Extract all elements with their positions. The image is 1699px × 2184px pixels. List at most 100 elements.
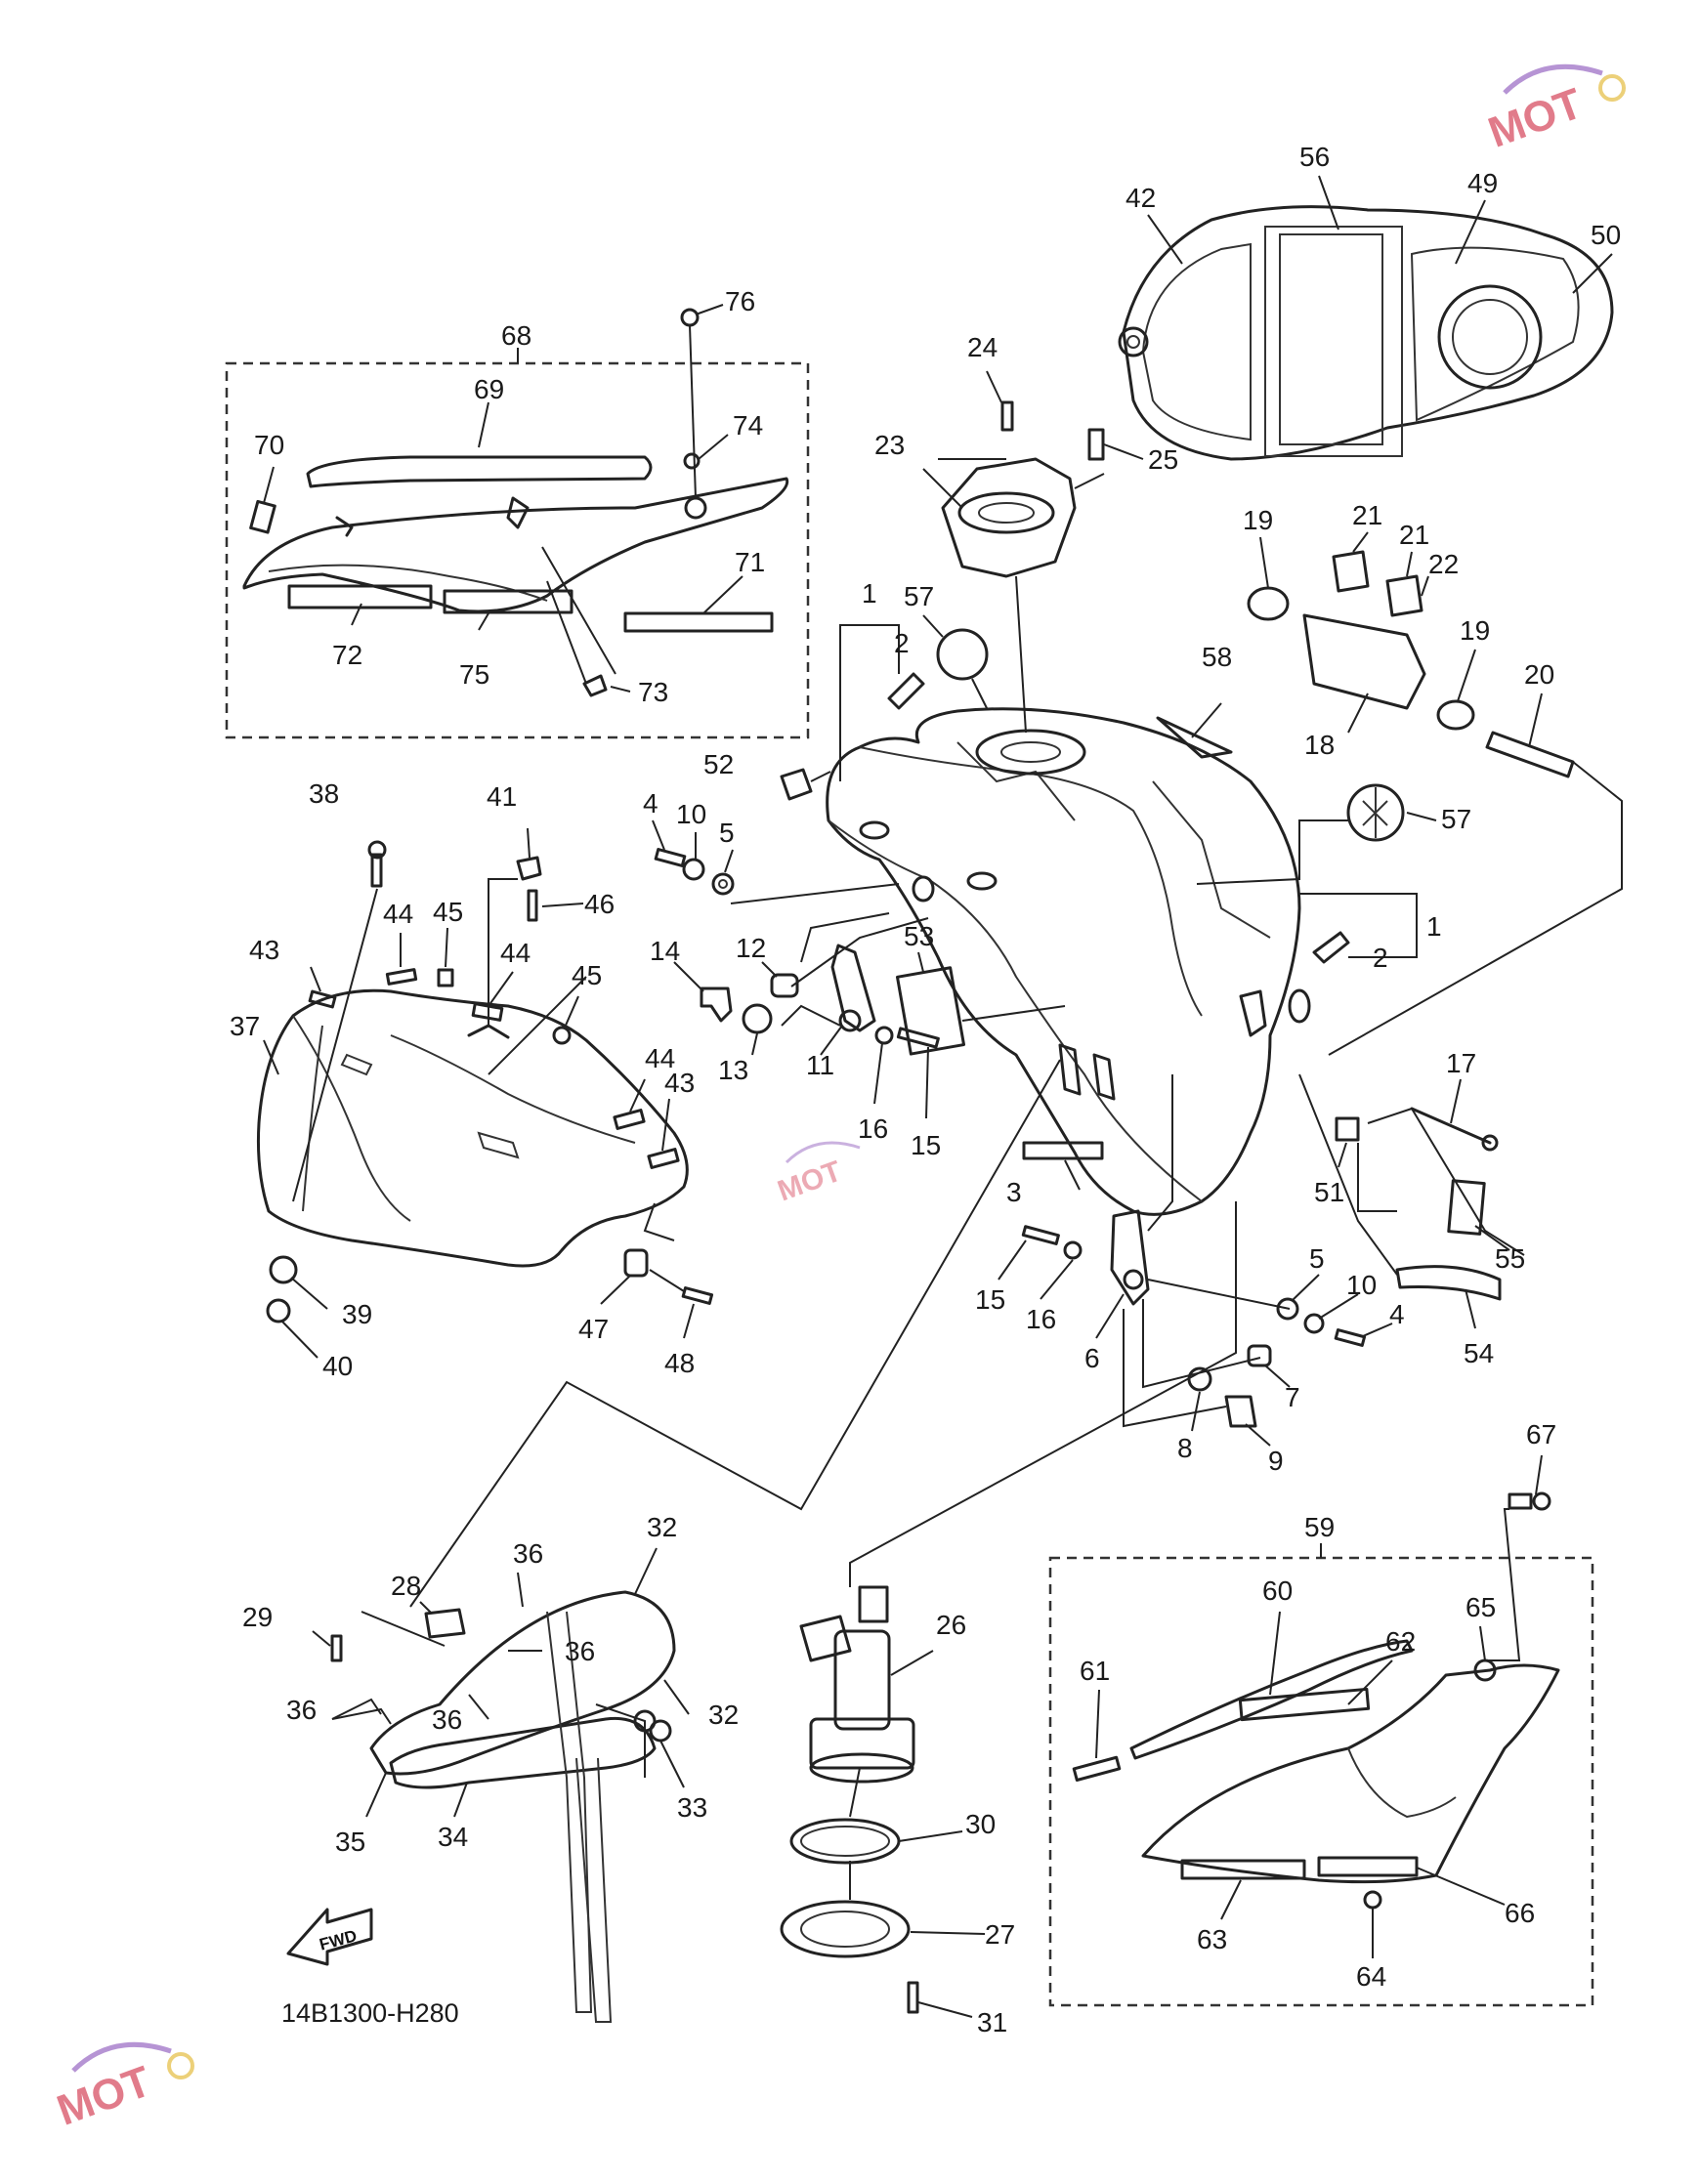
side-cover-left-group-box (225, 361, 810, 739)
callout-48: 48 (664, 1348, 695, 1378)
callout-37: 37 (230, 1011, 260, 1041)
callout-58: 58 (1202, 642, 1232, 672)
callout-47: 47 (578, 1314, 609, 1344)
callout-25: 25 (1148, 444, 1178, 475)
callout-21-left: 21 (1352, 500, 1382, 530)
callout-51: 51 (1314, 1177, 1344, 1207)
callout-57-right: 57 (1441, 804, 1471, 834)
callout-19-right: 19 (1460, 615, 1490, 646)
watermark-text: MOT (1482, 79, 1589, 157)
tank-inner-top-view (1118, 205, 1614, 461)
callout-15-top: 15 (911, 1130, 941, 1160)
callout-57-top: 57 (904, 581, 934, 611)
watermark-logo-middle: MOT (774, 1141, 861, 1208)
callout-53: 53 (904, 921, 934, 951)
callout-30: 30 (965, 1809, 996, 1839)
callout-45-top: 45 (433, 897, 463, 927)
callout-34: 34 (438, 1822, 468, 1852)
callout-65: 65 (1465, 1592, 1496, 1622)
callout-13: 13 (718, 1055, 748, 1085)
callout-72: 72 (332, 640, 362, 670)
callout-55: 55 (1495, 1243, 1525, 1274)
callout-7: 7 (1285, 1382, 1300, 1412)
callout-labels: 76 68 74 69 70 71 72 75 73 24 25 23 42 5… (230, 142, 1621, 2037)
watermark-text: MOT (51, 2057, 157, 2135)
callout-61: 61 (1080, 1656, 1110, 1686)
callout-67: 67 (1526, 1419, 1556, 1449)
callout-14: 14 (650, 936, 680, 966)
watermark-text: MOT (774, 1155, 846, 1208)
callout-6: 6 (1084, 1343, 1100, 1373)
tank-cover-left (256, 988, 689, 1268)
callout-12: 12 (736, 933, 766, 963)
callout-22: 22 (1428, 549, 1459, 579)
callout-26: 26 (936, 1610, 966, 1640)
callout-16-top: 16 (858, 1113, 888, 1144)
callout-23: 23 (874, 430, 905, 460)
callout-71: 71 (735, 547, 765, 577)
callout-49: 49 (1467, 168, 1498, 198)
fasteners-and-brackets (266, 550, 1575, 1428)
callout-39: 39 (342, 1299, 372, 1329)
callout-1-top: 1 (862, 578, 877, 609)
leader-lines (263, 175, 1623, 2018)
side-cover-right-assembly (1072, 1491, 1560, 1910)
callout-3: 3 (1006, 1177, 1022, 1207)
callout-74: 74 (733, 410, 763, 441)
callout-20: 20 (1524, 659, 1554, 690)
callout-68: 68 (501, 320, 531, 351)
callout-38: 38 (309, 778, 339, 809)
callout-4-top: 4 (643, 788, 658, 819)
callout-70: 70 (254, 430, 284, 460)
callout-36-mid: 36 (565, 1636, 595, 1666)
callout-44-left: 44 (383, 899, 413, 929)
callout-43-right: 43 (664, 1068, 695, 1098)
callout-10-bottom: 10 (1346, 1270, 1377, 1300)
callout-1-right: 1 (1426, 911, 1442, 942)
forward-direction-arrow: FWD (286, 1908, 373, 1966)
callout-5-bottom: 5 (1309, 1243, 1325, 1274)
callout-31: 31 (977, 2007, 1007, 2037)
side-cover-left-assembly (242, 308, 789, 697)
watermark-logo-bottom: MOT (51, 2041, 194, 2135)
callout-44-mid: 44 (500, 938, 531, 968)
callout-36-center: 36 (432, 1704, 462, 1735)
callout-15-bottom: 15 (975, 1284, 1005, 1315)
callout-36-top: 36 (513, 1538, 543, 1569)
callout-54: 54 (1464, 1338, 1494, 1368)
callout-2-top: 2 (894, 628, 910, 658)
callout-63: 63 (1197, 1924, 1227, 1954)
callout-35: 35 (335, 1827, 365, 1857)
callout-59: 59 (1304, 1512, 1335, 1542)
fuel-tank-main (826, 707, 1311, 1216)
callout-60: 60 (1262, 1575, 1293, 1606)
callout-11: 11 (806, 1050, 834, 1080)
callout-19-top: 19 (1243, 505, 1273, 535)
callout-10-top: 10 (676, 799, 706, 829)
callout-17: 17 (1446, 1048, 1476, 1078)
watermark-logo-top: MOT (1482, 63, 1626, 157)
callout-52: 52 (703, 749, 734, 779)
callout-27: 27 (985, 1919, 1015, 1950)
callout-43-left: 43 (249, 935, 279, 965)
callout-73: 73 (638, 677, 668, 707)
callout-64: 64 (1356, 1961, 1386, 1992)
diagram-code: 14B1300-H280 (281, 1998, 459, 2028)
callout-44-right: 44 (645, 1043, 675, 1073)
callout-5-top: 5 (719, 818, 735, 848)
callout-66: 66 (1505, 1898, 1535, 1928)
callout-16-bottom: 16 (1026, 1304, 1056, 1334)
callout-50: 50 (1591, 220, 1621, 250)
callout-76: 76 (725, 286, 755, 316)
fuel-cap-assembly (941, 400, 1105, 578)
callout-42: 42 (1126, 183, 1156, 213)
callout-28: 28 (391, 1571, 421, 1601)
fuel-pump-assembly (780, 1585, 919, 2014)
callout-29: 29 (242, 1602, 273, 1632)
callout-33: 33 (677, 1792, 707, 1823)
callout-8: 8 (1177, 1433, 1193, 1463)
callout-32-right: 32 (708, 1700, 739, 1730)
side-cover-right-group-box (1048, 1556, 1594, 2007)
callout-45-right: 45 (572, 960, 602, 990)
callout-75: 75 (459, 659, 489, 690)
